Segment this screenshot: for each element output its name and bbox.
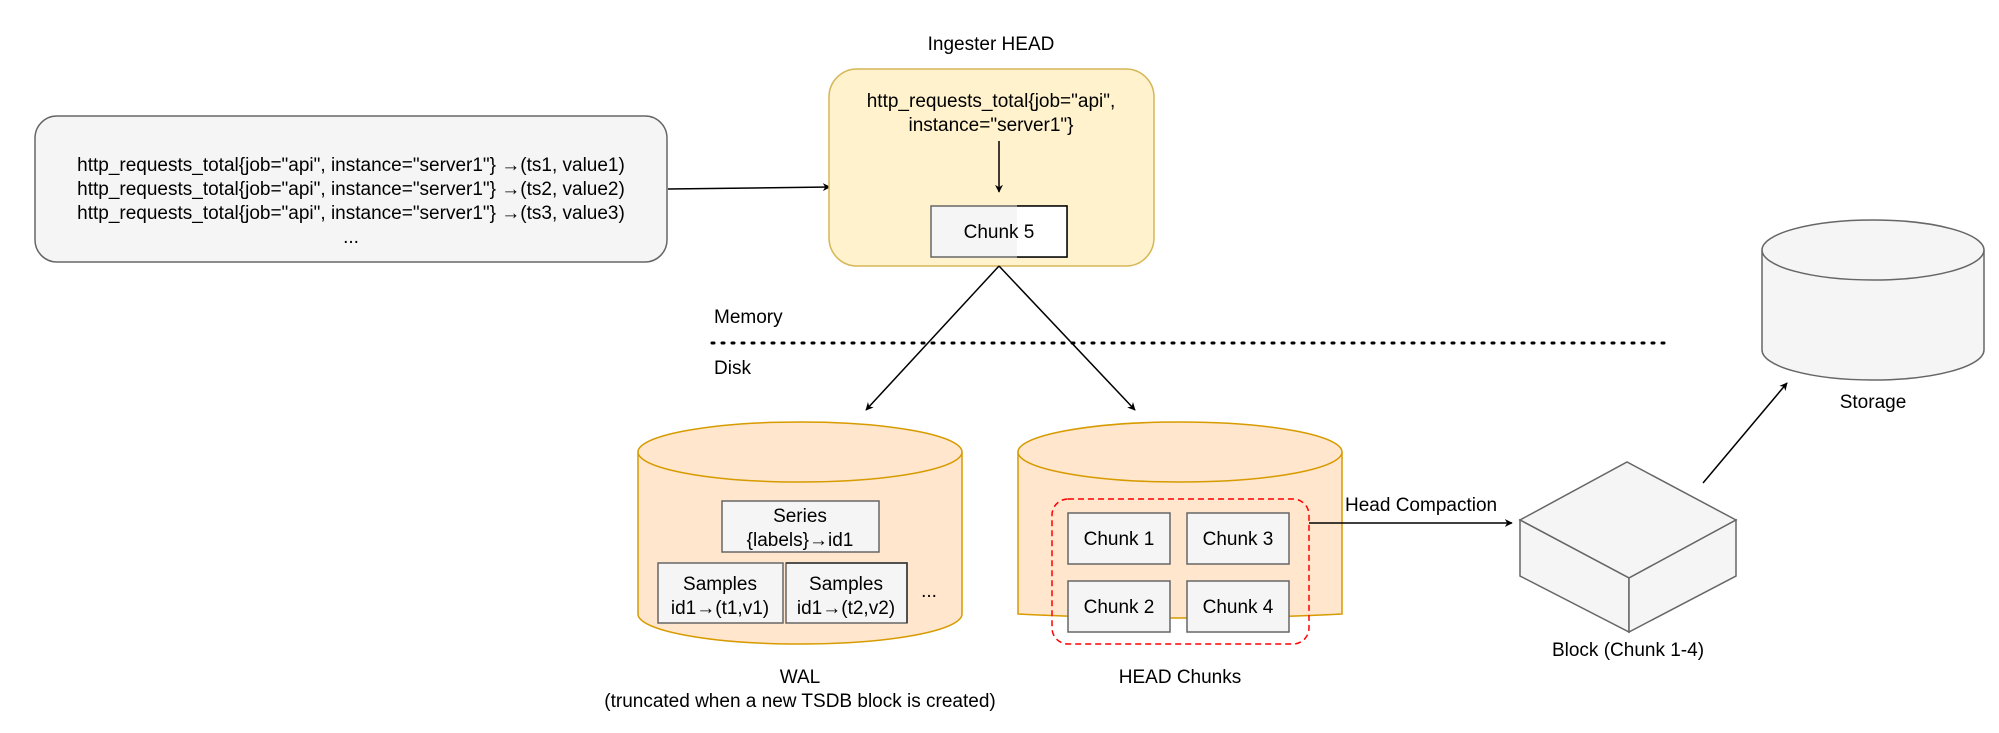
wal-samples-record-2: Samples id1→(t2,v2) [785,562,908,624]
head-chunk-1: Chunk 1 [1067,512,1171,565]
wal-samples2-title: Samples [809,574,883,595]
wal-samples1-title: Samples [683,574,757,595]
ingester-head-title: Ingester HEAD [928,34,1055,55]
head-chunk-4: Chunk 4 [1186,580,1290,633]
memory-label: Memory [714,307,783,328]
wal-more-ellipsis: ... [921,581,937,602]
head-series-line-2: instance="server1"} [908,115,1073,136]
block-right-face [1628,518,1737,634]
block-label: Block (Chunk 1-4) [1552,640,1704,661]
head-chunk-4-label: Chunk 4 [1203,597,1274,618]
input-series-ellipsis: ... [343,227,359,248]
wal-series-title: Series [773,506,827,527]
head-chunks-cylinder: Chunk 1 Chunk 3 Chunk 2 Chunk 4 [1017,421,1343,645]
arrow-block-to-storage [1702,382,1788,484]
wal-note: (truncated when a new TSDB block is crea… [604,691,995,712]
head-chunk-2-label: Chunk 2 [1084,597,1155,618]
wal-samples-record-1: Samples id1→(t1,v1) [657,562,784,624]
input-series-line-2: http_requests_total{job="api", instance=… [77,179,625,200]
storage-cylinder [1761,219,1985,381]
storage-label: Storage [1840,392,1907,413]
input-series-line-3: http_requests_total{job="api", instance=… [77,203,625,224]
wal-series-record: Series {labels}→id1 [721,500,880,553]
wal-cylinder: Series {labels}→id1 Samples id1→(t1,v1) … [637,421,963,645]
ingester-head: Ingester HEAD http_requests_total{job="a… [828,34,1155,267]
input-series-line-1: http_requests_total{job="api", instance=… [77,155,625,176]
ingester-head-box [828,68,1155,267]
block-cube [1518,461,1738,634]
input-series-box: http_requests_total{job="api", instance=… [34,115,668,263]
disk-label: Disk [714,358,751,379]
head-chunks-label: HEAD Chunks [1119,667,1242,688]
head-chunk-3: Chunk 3 [1186,512,1290,565]
head-chunks-group [1051,498,1310,645]
head-series-line-1: http_requests_total{job="api", [867,91,1116,112]
head-compaction-label: Head Compaction [1345,495,1497,516]
head-chunk-3-label: Chunk 3 [1203,529,1274,550]
wal-series-mapping: {labels}→id1 [747,530,854,551]
arrow-input-to-head [667,183,831,192]
head-chunk-1-label: Chunk 1 [1084,529,1155,550]
wal-samples1-mapping: id1→(t1,v1) [671,598,769,619]
wal-label: WAL [780,667,820,688]
chunk-5: Chunk 5 [930,205,1068,258]
arrow-chunk-to-head-chunks [998,265,1136,411]
wal-samples2-mapping: id1→(t2,v2) [797,598,895,619]
chunk-5-label: Chunk 5 [964,222,1035,243]
head-chunk-2: Chunk 2 [1067,580,1171,633]
arrow-chunk-to-wal [865,265,1000,411]
